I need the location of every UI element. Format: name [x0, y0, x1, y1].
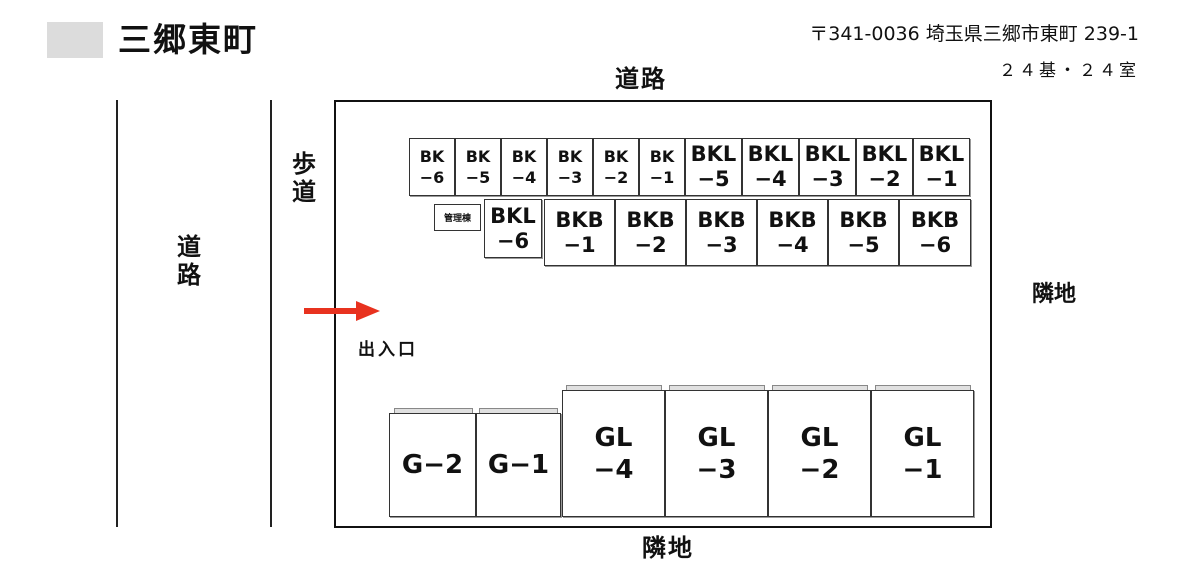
- unit-gl-1[interactable]: GL −1: [871, 390, 974, 517]
- neighbor-right-label: 隣地: [1032, 282, 1077, 307]
- unit-bk-3[interactable]: BK −3: [547, 138, 593, 196]
- entrance-label: 出入口: [358, 340, 418, 360]
- road-left-boundary: [116, 100, 118, 527]
- sidewalk-label: 歩道: [292, 150, 316, 206]
- unit-bkl-5[interactable]: BKL −5: [685, 138, 742, 196]
- unit-bkb-3[interactable]: BKB −3: [686, 199, 757, 266]
- unit-gl-3[interactable]: GL −3: [665, 390, 768, 517]
- unit-gl-1-lid: [875, 385, 971, 390]
- unit-bk-6[interactable]: BK −6: [409, 138, 455, 196]
- neighbor-bottom-label: 隣地: [642, 534, 694, 562]
- title-swatch: [47, 22, 103, 58]
- unit-gl-4[interactable]: GL −4: [562, 390, 665, 517]
- unit-bkl-6[interactable]: BKL −6: [484, 199, 542, 258]
- unit-g-2-lid: [394, 408, 473, 413]
- unit-bkl-3[interactable]: BKL −3: [799, 138, 856, 196]
- unit-bkl-1[interactable]: BKL −1: [913, 138, 970, 196]
- road-top-label: 道路: [615, 65, 667, 93]
- address-text: 〒341-0036 埼玉県三郷市東町 239-1: [809, 23, 1139, 45]
- unit-bkb-4[interactable]: BKB −4: [757, 199, 828, 266]
- unit-g-1[interactable]: G−1: [476, 413, 561, 517]
- unit-gl-3-lid: [669, 385, 765, 390]
- office-building: 管理棟: [434, 204, 481, 231]
- road-left-label: 道路: [177, 233, 201, 289]
- capacity-text: ２４基・２４室: [999, 61, 1139, 81]
- unit-bkb-5[interactable]: BKB −5: [828, 199, 899, 266]
- unit-bk-4[interactable]: BK −4: [501, 138, 547, 196]
- road-right-boundary: [270, 100, 272, 527]
- unit-gl-4-lid: [566, 385, 662, 390]
- unit-bk-2[interactable]: BK −2: [593, 138, 639, 196]
- unit-gl-2[interactable]: GL −2: [768, 390, 871, 517]
- unit-g-1-lid: [479, 408, 558, 413]
- unit-g-2[interactable]: G−2: [389, 413, 476, 517]
- entrance-arrow-icon: [304, 301, 380, 321]
- unit-bkl-2[interactable]: BKL −2: [856, 138, 913, 196]
- page-title: 三郷東町: [118, 20, 258, 59]
- unit-bkl-4[interactable]: BKL −4: [742, 138, 799, 196]
- unit-bk-1[interactable]: BK −1: [639, 138, 685, 196]
- unit-gl-2-lid: [772, 385, 868, 390]
- unit-bkb-6[interactable]: BKB −6: [899, 199, 971, 266]
- unit-bkb-2[interactable]: BKB −2: [615, 199, 686, 266]
- unit-bk-5[interactable]: BK −5: [455, 138, 501, 196]
- unit-bkb-1[interactable]: BKB −1: [544, 199, 615, 266]
